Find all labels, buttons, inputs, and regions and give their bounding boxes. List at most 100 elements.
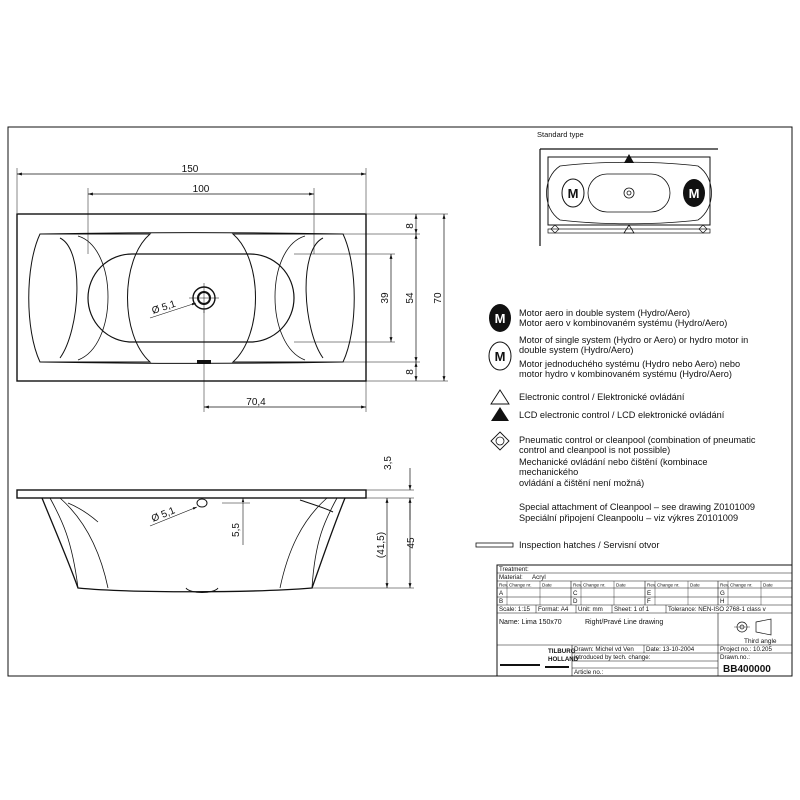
lcd-control-icon	[624, 154, 634, 163]
inspection-hatch	[547, 228, 711, 234]
svg-text:ovládání a čištění není možná): ovládání a čištění není možná)	[519, 478, 644, 488]
svg-text:Change nr.: Change nr.	[657, 583, 679, 588]
svg-text:Format: A4: Format: A4	[538, 606, 569, 613]
dim-rim-height: 3,5	[383, 456, 394, 470]
svg-text:Right/Pravé Line drawing: Right/Pravé Line drawing	[585, 619, 663, 626]
dim-overall-length: 150	[182, 164, 199, 175]
diamond-icon	[490, 431, 510, 451]
motor-outline-marker: M	[568, 186, 579, 201]
svg-text:Third angle: Third angle	[744, 638, 777, 645]
dim-inner-width: 39	[380, 292, 391, 304]
standard-type-label: Standard type	[537, 130, 584, 139]
svg-text:Drawn: Michel vd Ven: Drawn: Michel vd Ven	[574, 646, 634, 653]
svg-text:Rev.: Rev.	[720, 583, 729, 588]
motor-filled-marker: M	[689, 186, 700, 201]
dim-rim-bottom: 8	[405, 369, 416, 375]
side-view: 3,5 (41,5) 45 5,5 Ø 5,1	[16, 456, 417, 593]
svg-text:G: G	[720, 590, 725, 597]
dim-inner-length: 100	[193, 184, 210, 195]
svg-text:Motor aero in double system (H: Motor aero in double system (Hydro/Aero)	[519, 308, 690, 318]
dim-rim-top: 8	[405, 223, 416, 229]
svg-text:D: D	[573, 598, 578, 605]
inspection-hatch-icon	[475, 542, 514, 548]
svg-text:Drawn.no.:: Drawn.no.:	[720, 654, 750, 661]
electronic-control-icon	[623, 224, 635, 234]
basin-right	[231, 233, 355, 363]
dim-inner-depth: (41,5)	[376, 532, 387, 558]
svg-text:Change nr.: Change nr.	[583, 583, 605, 588]
dim-overall-height: 45	[406, 537, 417, 549]
svg-text:Date: 13-10-2004: Date: 13-10-2004	[646, 646, 695, 653]
svg-text:Date: Date	[616, 583, 626, 588]
dim-overall-width: 70	[433, 292, 444, 304]
svg-text:Acryl: Acryl	[532, 574, 546, 581]
svg-text:Speciální připojení Cleanpoolu: Speciální připojení Cleanpoolu – viz výk…	[519, 513, 738, 523]
svg-text:Unit: mm: Unit: mm	[578, 606, 603, 613]
side-rim	[16, 489, 367, 499]
company-name-1: TILBURG	[548, 648, 576, 655]
side-shell	[41, 497, 346, 593]
svg-text:Motor of single system (Hydro: Motor of single system (Hydro or Aero) o…	[519, 335, 748, 345]
dim-basin-width: 54	[405, 292, 416, 304]
svg-text:B: B	[499, 598, 503, 605]
svg-text:Treatment:: Treatment:	[499, 566, 529, 573]
svg-text:Rev.: Rev.	[499, 583, 508, 588]
svg-text:mechanického: mechanického	[519, 467, 578, 477]
dim-drain-offset: 70,4	[246, 397, 266, 408]
svg-text:Rev.: Rev.	[573, 583, 582, 588]
legend: M Motor aero in double system (Hydro/Aer…	[475, 304, 756, 550]
standard-type-diagram: Standard type M M	[537, 130, 718, 246]
svg-text:Date: Date	[763, 583, 773, 588]
svg-text:Name: Lima 150x70: Name: Lima 150x70	[499, 619, 562, 626]
svg-text:Inspection hatches / Servisní: Inspection hatches / Servisní otvor	[519, 540, 659, 550]
svg-text:Date: Date	[690, 583, 700, 588]
company-logo	[500, 664, 540, 666]
svg-text:M: M	[495, 349, 506, 364]
svg-text:Mechanické ovládání nebo čiště: Mechanické ovládání nebo čištění (kombin…	[519, 457, 707, 467]
drawing-number: BB400000	[723, 664, 771, 675]
pneumatic-icon	[550, 224, 560, 234]
svg-text:F: F	[647, 598, 651, 605]
motor-single-icon	[488, 341, 512, 371]
svg-text:Rev.: Rev.	[647, 583, 656, 588]
dim-overflow-offset: 5,5	[231, 523, 242, 537]
svg-text:Date: Date	[542, 583, 552, 588]
svg-text:Sheet: 1 of 1: Sheet: 1 of 1	[614, 606, 650, 613]
top-view: 150 100 8 39 54 70 8 70,4 Ø 5,	[16, 164, 448, 412]
triangle-outline-icon	[490, 389, 510, 405]
svg-text:motor hydro v kombinovaném sys: motor hydro v kombinovaném systému (Hydr…	[519, 369, 732, 379]
sheet-frame	[7, 126, 793, 677]
svg-text:double system (Hydro/Aero): double system (Hydro/Aero)	[519, 345, 633, 355]
svg-text:Material:: Material:	[499, 574, 523, 581]
svg-text:Special attachment of Cleanpoo: Special attachment of Cleanpool – see dr…	[519, 502, 755, 512]
svg-text:E: E	[647, 590, 651, 597]
svg-text:A: A	[499, 590, 504, 597]
svg-text:LCD electronic control / LCD e: LCD electronic control / LCD elektronick…	[519, 410, 725, 420]
svg-text:Project no.: 10.205: Project no.: 10.205	[720, 646, 773, 653]
svg-text:M: M	[495, 311, 506, 326]
svg-text:Pneumatic control or cleanpool: Pneumatic control or cleanpool (combinat…	[519, 435, 756, 445]
svg-text:Change nr.: Change nr.	[730, 583, 752, 588]
tub-floor	[87, 253, 295, 343]
basin-left	[28, 233, 152, 363]
svg-text:Tolerance: NEN-ISO 2768-1 clas: Tolerance: NEN-ISO 2768-1 class v	[668, 606, 767, 613]
svg-text:Electronic control / Elektroni: Electronic control / Elektronické ovládá…	[519, 392, 685, 402]
dim-drain-dia-top: Ø 5,1	[151, 299, 178, 317]
svg-text:Motor jednoduchého systému (Hy: Motor jednoduchého systému (Hydro nebo A…	[519, 359, 740, 369]
third-angle-icon	[734, 618, 772, 636]
company-name-2: HOLLAND	[548, 656, 579, 663]
svg-text:control and cleanpool is not p: control and cleanpool is not possible)	[519, 445, 670, 455]
svg-text:Article no.:: Article no.:	[574, 669, 604, 676]
triangle-filled-icon	[491, 407, 509, 421]
svg-text:Introduced by tech. change:: Introduced by tech. change:	[574, 654, 651, 661]
svg-text:H: H	[720, 598, 724, 605]
svg-text:Motor aero v kombinovaném syst: Motor aero v kombinovaném systému (Hydro…	[519, 318, 727, 328]
dim-drain-dia-side: Ø 5,1	[150, 505, 177, 525]
tub-outline	[16, 213, 367, 382]
svg-text:Scale: 1:15: Scale: 1:15	[499, 606, 531, 613]
svg-text:Change nr.: Change nr.	[509, 583, 531, 588]
svg-text:C: C	[573, 590, 578, 597]
title-block: Treatment: Material: Acryl Rev. Change n…	[496, 564, 793, 677]
motor-double-icon	[489, 304, 511, 332]
